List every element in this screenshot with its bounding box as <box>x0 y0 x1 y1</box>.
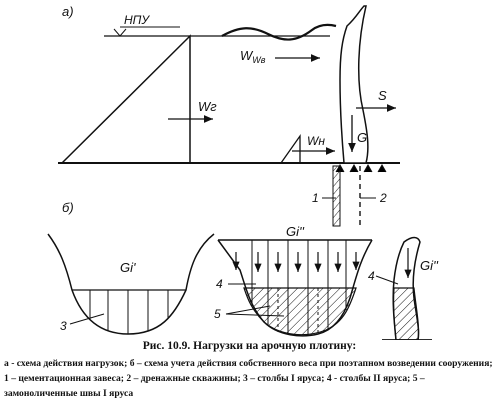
right-gi-double-label: Gi'' <box>420 258 438 273</box>
grout-curtain <box>332 165 341 227</box>
npu-label: НПУ <box>124 13 150 27</box>
silt-load-label: Wн <box>307 134 325 148</box>
label-4-right: 4 <box>368 269 375 283</box>
leader-line-5b <box>225 313 285 317</box>
leader-line-3 <box>69 313 105 325</box>
foundation-ticks <box>335 163 387 173</box>
leader-label-1: 1 <box>312 191 319 205</box>
label-5: 5 <box>214 307 221 321</box>
figure-canvas: а) НПУ WWв Wг Wн S G 1 2 б) <box>47 4 438 340</box>
middle-valley: Gi'' 4 5 <box>214 224 373 337</box>
right-dam-hatched <box>393 287 420 340</box>
wave-load-label-text: Wв <box>252 55 265 65</box>
hydrostatic-load-label: Wг <box>198 99 217 114</box>
wave-load-label: WWв <box>240 48 266 65</box>
figure-caption-title: Рис. 10.9. Нагрузки на арочную плотину: <box>142 340 357 352</box>
left-valley-columns <box>89 290 169 334</box>
part-b-label: б) <box>62 200 74 215</box>
leader-label-2: 2 <box>379 191 387 205</box>
leader-line-5a <box>225 305 271 315</box>
wave-line <box>221 23 337 41</box>
middle-gi-double-label: Gi'' <box>286 224 304 239</box>
npu-triangle-icon <box>113 28 127 37</box>
middle-hatched-region <box>243 287 357 336</box>
left-valley: Gi' 3 <box>47 233 215 335</box>
silt-pressure-triangle <box>279 133 301 164</box>
label-3: 3 <box>60 319 67 333</box>
middle-load-arrows <box>232 252 360 272</box>
middle-columns <box>251 240 347 336</box>
part-a-label: а) <box>62 4 74 19</box>
g-force-label: G <box>357 130 367 145</box>
hydrostatic-pressure-triangle <box>60 34 191 164</box>
left-valley-profile <box>47 233 215 335</box>
left-gi-prime-label: Gi' <box>120 260 136 275</box>
s-force-label: S <box>378 88 387 103</box>
dam-section <box>339 5 369 164</box>
figure-caption-body: а - схема действия нагрузок; б – схема у… <box>4 358 493 399</box>
leader-line-4-right <box>375 275 399 285</box>
right-dam-section: Gi'' 4 <box>368 236 438 340</box>
label-4-mid: 4 <box>216 277 223 291</box>
middle-dashed-joints <box>277 288 319 334</box>
